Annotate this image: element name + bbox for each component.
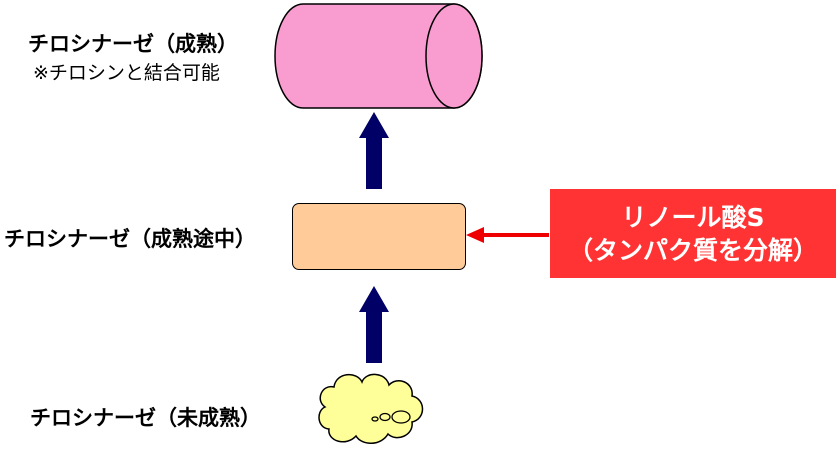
- inhibitor-name: リノール酸S: [621, 202, 765, 232]
- inhibitor-description: （タンパク質を分解）: [567, 235, 818, 265]
- lower-progress-arrow: [359, 286, 389, 363]
- inhibition-arrow: [466, 227, 549, 243]
- inhibitor-box: リノール酸S （タンパク質を分解）: [550, 189, 836, 278]
- immature-label: チロシナーゼ（未成熟）: [30, 406, 261, 430]
- maturing-label: チロシナーゼ（成熟途中）: [4, 227, 256, 251]
- immature-cloud: [318, 373, 424, 444]
- mature-cylinder: [274, 3, 483, 109]
- mature-label: チロシナーゼ（成熟）: [28, 32, 238, 56]
- mature-note: ※チロシンと結合可能: [33, 62, 220, 84]
- upper-progress-arrow: [359, 112, 389, 189]
- maturing-box: [292, 203, 466, 270]
